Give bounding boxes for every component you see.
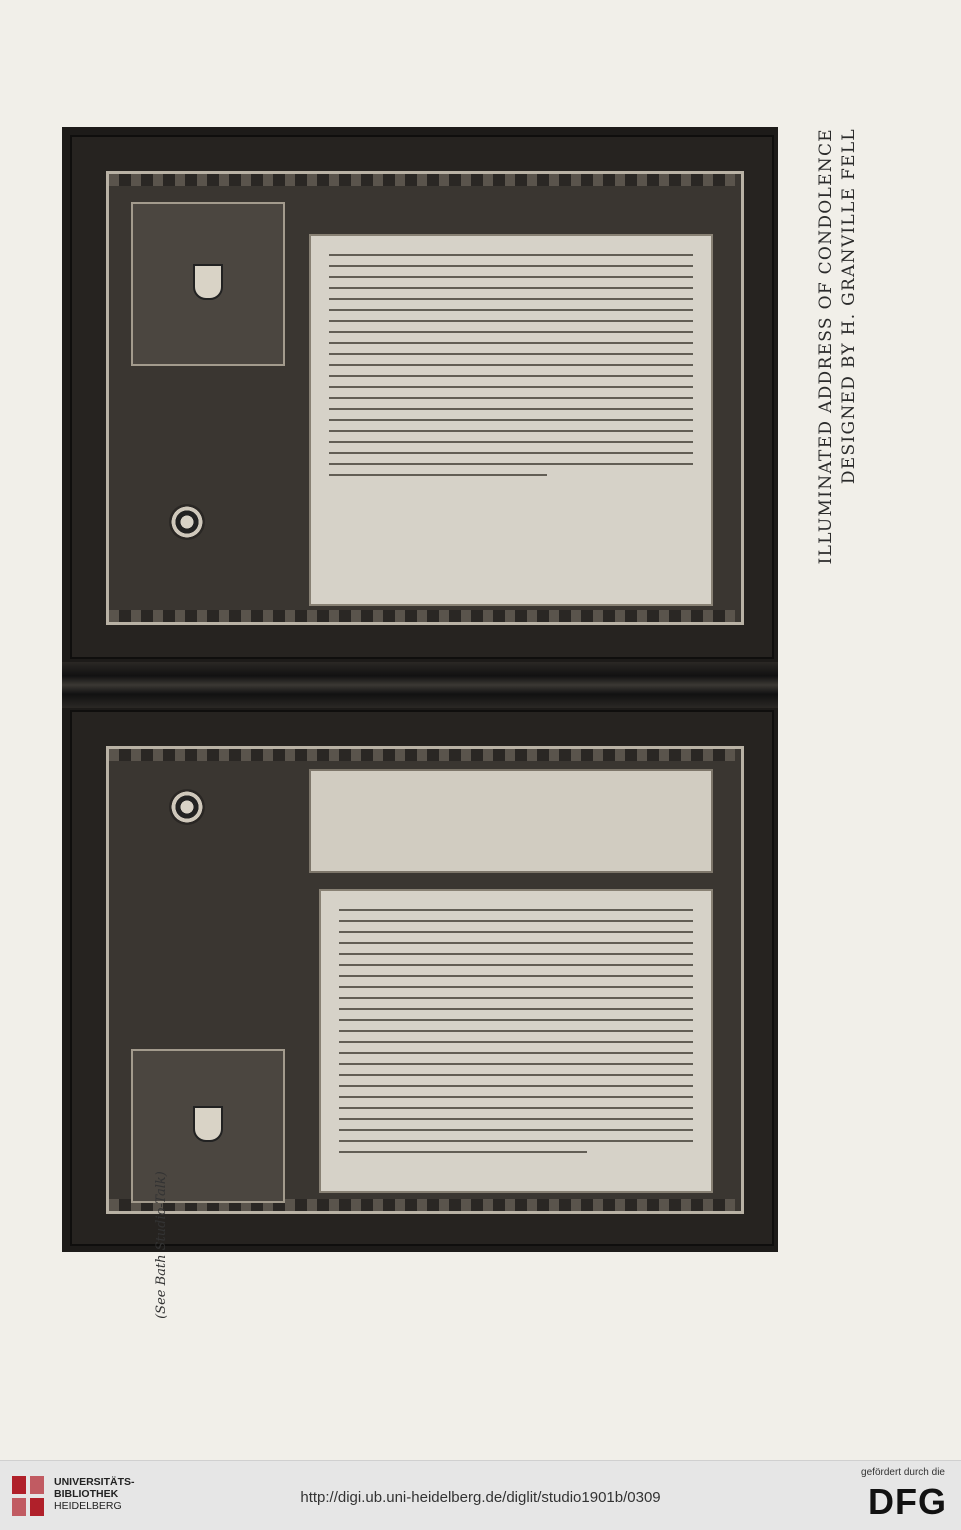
- permalink-url[interactable]: http://digi.ub.uni-heidelberg.de/diglit/…: [300, 1489, 661, 1506]
- address-left-leaf: [70, 710, 774, 1246]
- university-logo-icon[interactable]: [10, 1474, 48, 1518]
- address-text-block: [309, 234, 713, 606]
- institution-line-1: UNIVERSITÄTS-: [54, 1476, 135, 1488]
- book-spine: [62, 662, 778, 708]
- university-name[interactable]: UNIVERSITÄTS- BIBLIOTHEK HEIDELBERG: [54, 1476, 135, 1512]
- caption-line-2: DESIGNED BY H. GRANVILLE FELL: [839, 128, 859, 485]
- leaf-frame: [106, 746, 744, 1214]
- plate-caption: ILLUMINATED ADDRESS OF CONDOLENCE DESIGN…: [815, 128, 861, 598]
- ornament-border-bottom: [109, 610, 735, 622]
- caption-line-1: ILLUMINATED ADDRESS OF CONDOLENCE: [816, 128, 836, 565]
- tudor-rose-icon: [169, 504, 205, 540]
- ornament-border-top: [109, 174, 735, 186]
- calligraphy-lines: [339, 909, 693, 1162]
- shield-icon: [193, 264, 223, 300]
- tudor-rose-icon: [169, 789, 205, 825]
- coat-of-arms-panel: [131, 1049, 285, 1203]
- dfg-logo[interactable]: DFG: [868, 1481, 947, 1522]
- scanned-page: ILLUMINATED ADDRESS OF CONDOLENCE DESIGN…: [62, 127, 861, 1390]
- decorative-title-band: [309, 769, 713, 873]
- leaf-frame: [106, 171, 744, 625]
- source-note: (See Bath Studio-Talk): [150, 1100, 174, 1390]
- institution-line-2: BIBLIOTHEK: [54, 1488, 119, 1500]
- ornament-border-top: [109, 749, 735, 761]
- address-text-block: [319, 889, 713, 1193]
- funded-by-label: gefördert durch die: [861, 1467, 945, 1478]
- calligraphy-lines: [329, 254, 693, 485]
- illuminated-address-photo: [62, 127, 778, 1252]
- digitization-footer: UNIVERSITÄTS- BIBLIOTHEK HEIDELBERG http…: [0, 1460, 961, 1530]
- address-right-leaf: [70, 135, 774, 659]
- coat-of-arms-panel: [131, 202, 285, 366]
- source-note-text: (See Bath Studio-Talk): [154, 1171, 169, 1319]
- shield-icon: [193, 1106, 223, 1142]
- institution-line-3: HEIDELBERG: [54, 1500, 122, 1512]
